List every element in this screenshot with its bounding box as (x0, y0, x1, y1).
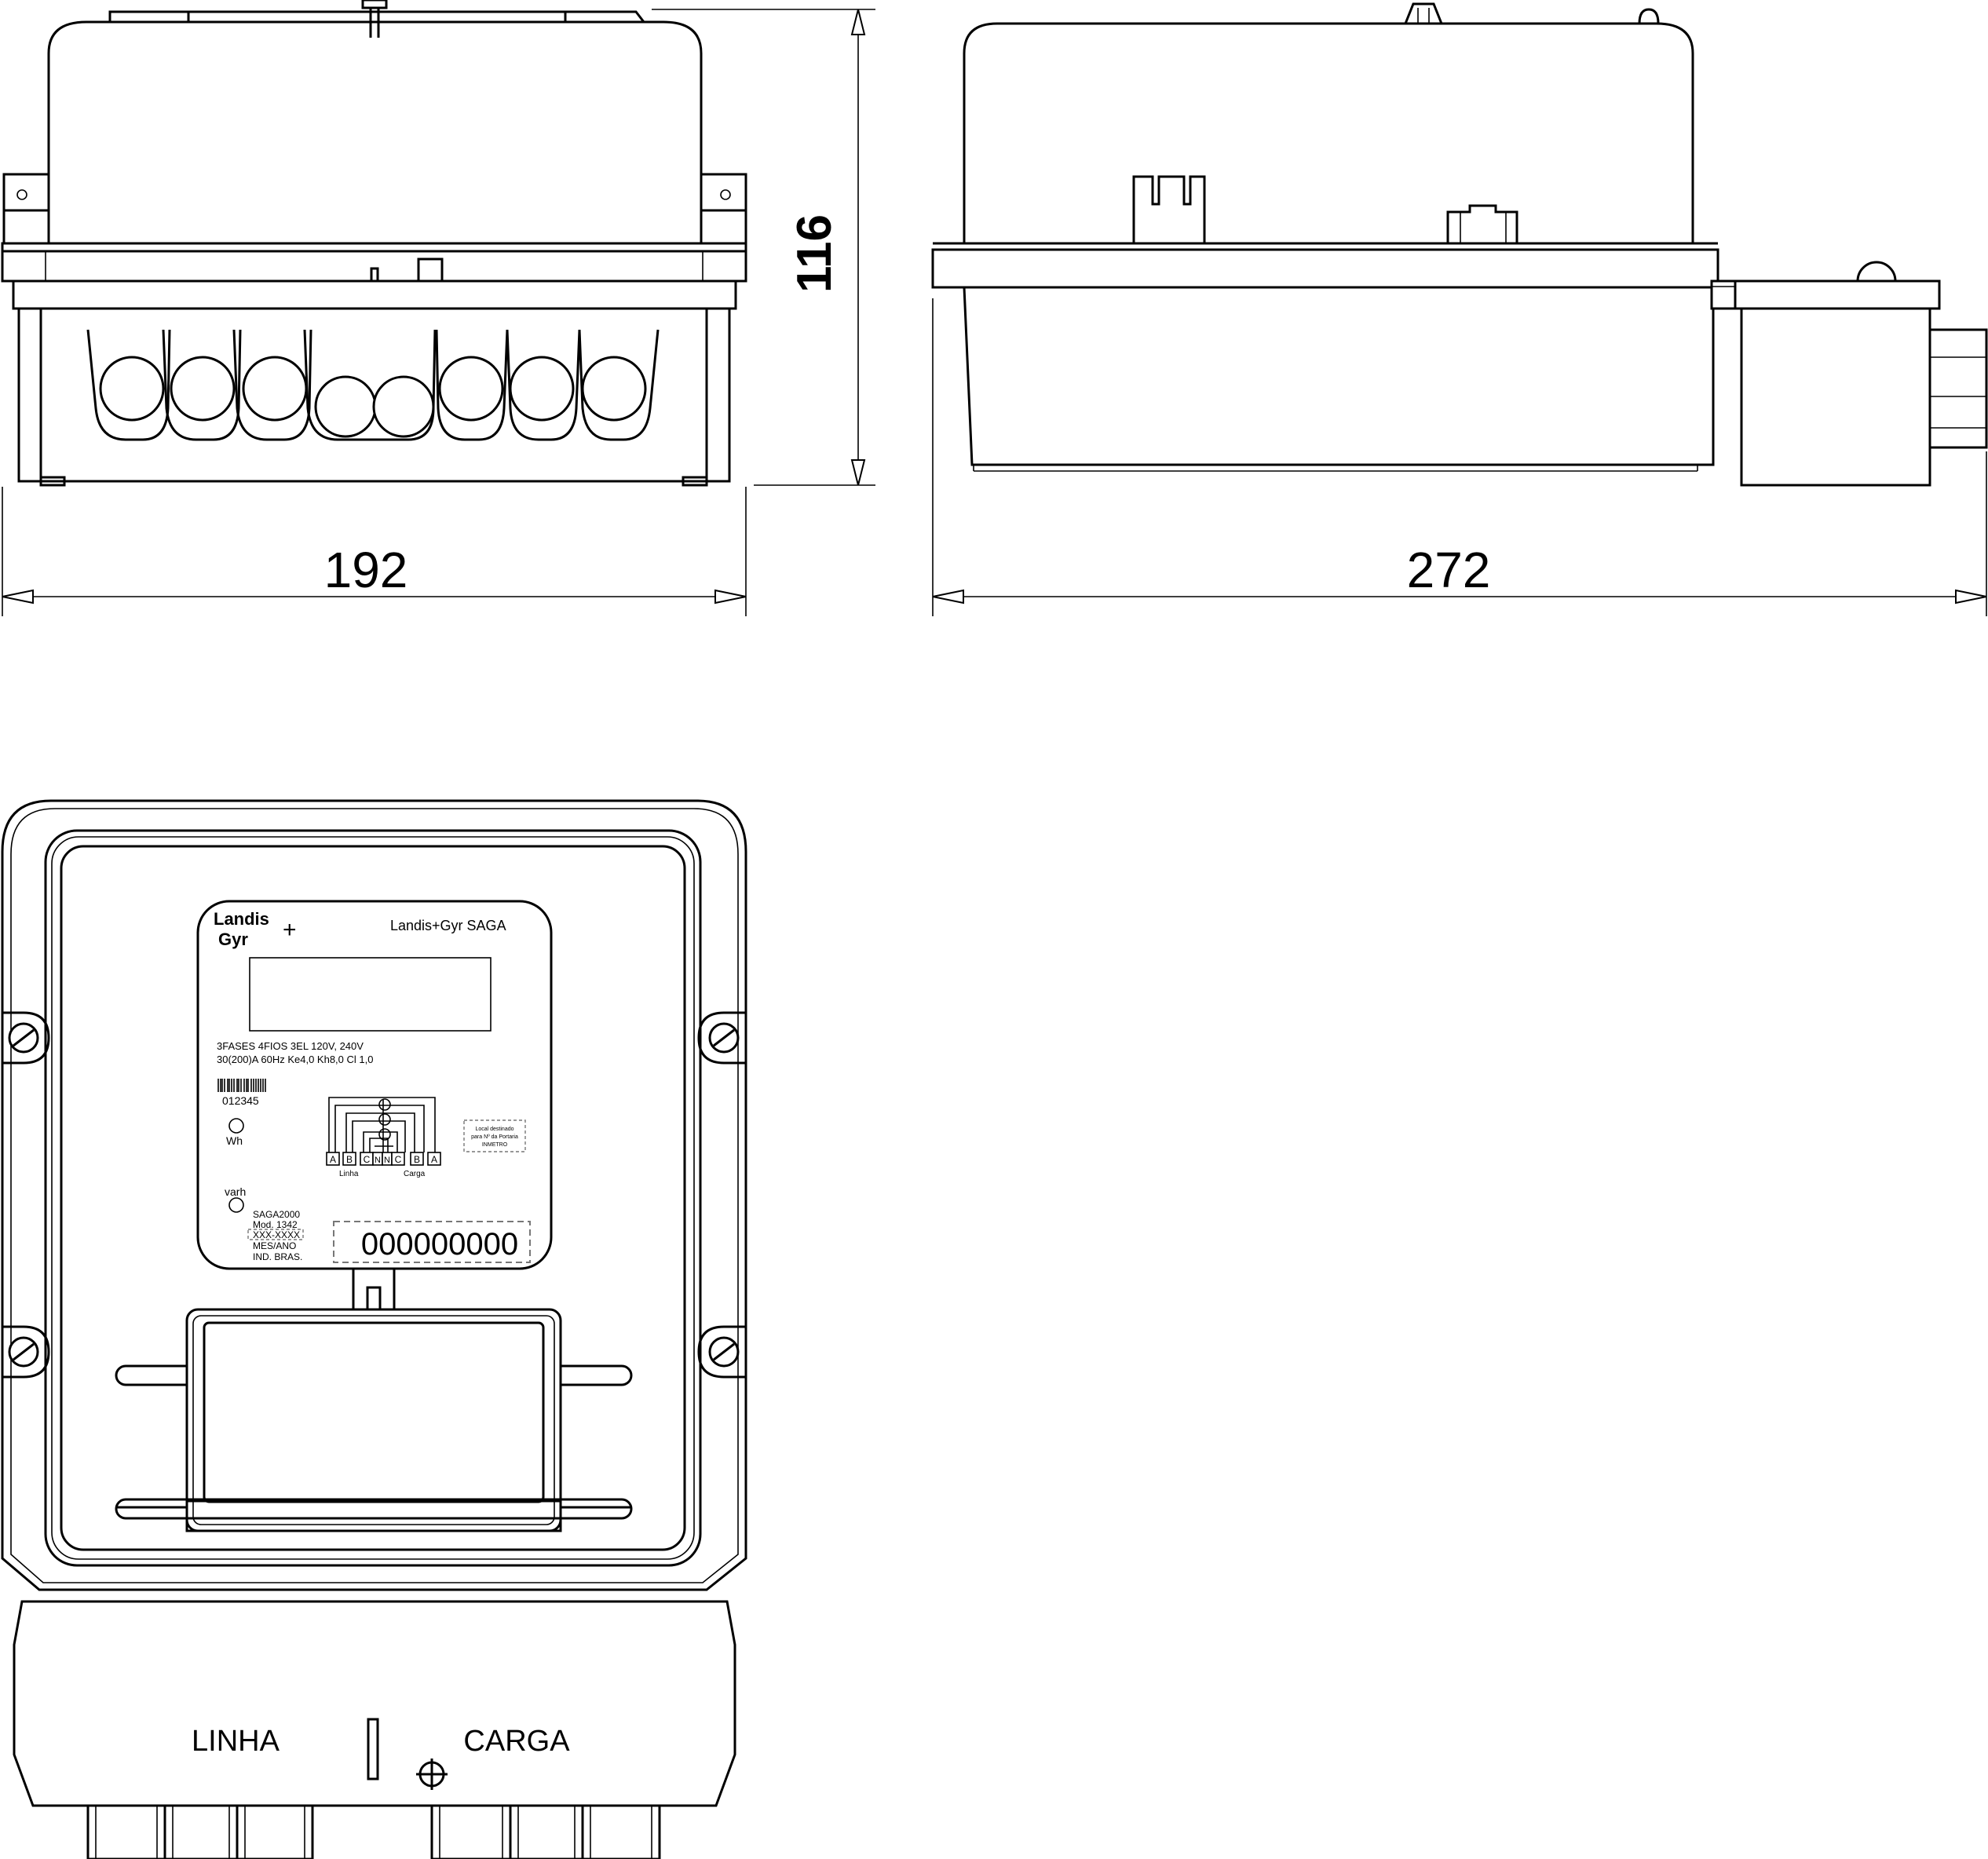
register-number: 000000000 (361, 1227, 518, 1262)
spec-line-1: 3FASES 4FIOS 3EL 120V, 240V (217, 1040, 364, 1052)
model-title: Landis+Gyr SAGA (390, 918, 506, 933)
front-view: Landis Gyr + Landis+Gyr SAGA 3FASES 4FIO… (1, 799, 747, 1859)
varh-label: varh (225, 1185, 246, 1198)
barcode (217, 1079, 266, 1092)
model-number: Mod. 1342 (253, 1219, 298, 1230)
wiring-diagram: A B C N N C B A Linha Carga (326, 1097, 441, 1178)
brand-logo-plus: + (283, 917, 297, 943)
terminal-label: N (384, 1156, 390, 1165)
origin-label: IND. BRAS. (253, 1251, 302, 1262)
note-line-2: para Nº da Portaria (471, 1134, 518, 1140)
terminal-wells (86, 329, 660, 441)
date-label: MES/ANO (253, 1240, 296, 1251)
end-view: 116 192 (1, 0, 875, 616)
linha-label: LINHA (192, 1725, 280, 1758)
terminal-cover: LINHA CARGA (13, 1600, 736, 1859)
height-dimension-label: 116 (788, 214, 842, 293)
nameplate: Landis Gyr + Landis+Gyr SAGA 3FASES 4FIO… (196, 900, 553, 1270)
brand-logo-line1: Landis (214, 909, 269, 929)
model-code: SAGA2000 (253, 1209, 300, 1220)
terminal-label: A (431, 1154, 437, 1165)
terminal-label: B (346, 1154, 353, 1165)
seal-crosshair-icon (416, 1759, 448, 1790)
width-dimension-label: 192 (324, 542, 408, 598)
code-box: XXX-XXXX (253, 1229, 300, 1240)
side-view: 272 (931, 2, 1988, 616)
terminal-label: A (330, 1154, 336, 1165)
cable-entries (86, 1804, 661, 1859)
cover-divider (367, 1718, 379, 1780)
carga-small-label: Carga (404, 1170, 426, 1178)
carga-label: CARGA (463, 1725, 570, 1758)
terminal-label: N (375, 1156, 381, 1165)
terminal-label: C (364, 1154, 371, 1165)
depth-dimension-label: 272 (1407, 542, 1491, 598)
lcd-display (249, 957, 492, 1032)
terminal-label: B (414, 1154, 420, 1165)
serial-number: 012345 (222, 1094, 259, 1107)
note-line-1: Local destinado (475, 1127, 513, 1132)
wh-led-icon (228, 1118, 244, 1134)
wh-label: Wh (226, 1134, 243, 1147)
mounting-screws (2, 1011, 746, 1379)
brand-logo-line2: Gyr (218, 930, 248, 949)
seal-window (115, 1308, 633, 1532)
note-line-3: INMETRO (482, 1142, 508, 1148)
terminal-label: C (395, 1154, 402, 1165)
linha-small-label: Linha (339, 1170, 359, 1178)
varh-led-icon (228, 1197, 244, 1213)
spec-line-2: 30(200)A 60Hz Ke4,0 Kh8,0 Cl 1,0 (217, 1054, 373, 1065)
